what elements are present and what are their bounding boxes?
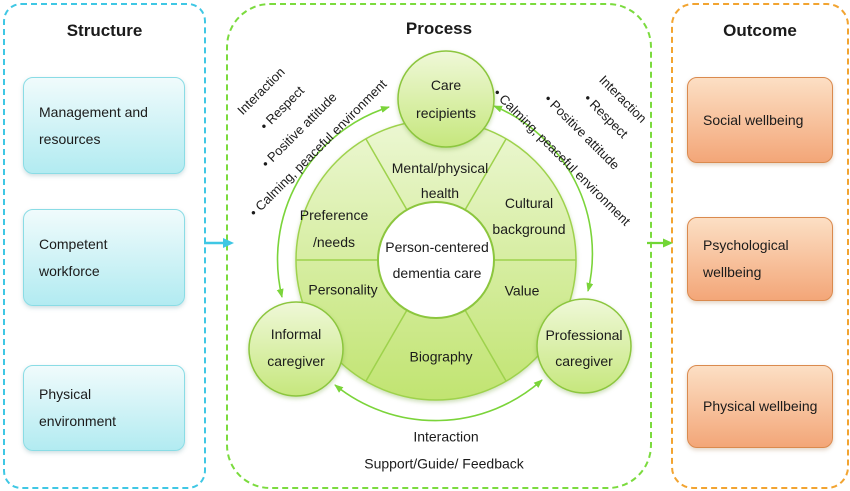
professional-caregiver-circle — [536, 298, 632, 394]
outcome-box-psychological-wellbeing-label: Psychological wellbeing — [703, 237, 789, 280]
process-to-outcome-arrowhead-icon — [663, 238, 673, 248]
structure-panel: Structure — [3, 3, 206, 489]
outcome-box-social-wellbeing: Social wellbeing — [687, 77, 833, 163]
segment-preference-needs: Preference /needs — [299, 207, 369, 250]
outcome-title: Outcome — [723, 21, 797, 40]
outcome-box-social-wellbeing-label: Social wellbeing — [703, 111, 804, 128]
segment-cultural-background: Cultural background — [492, 195, 566, 237]
structure-box-management-resources: Management and resources — [23, 77, 185, 174]
outcome-box-psychological-wellbeing: Psychological wellbeing — [687, 217, 833, 301]
segment-value: Value — [504, 282, 540, 299]
care-recipients-circle — [397, 50, 495, 148]
process-wheel-graphic — [248, 50, 632, 422]
outcome-box-physical-wellbeing: Physical wellbeing — [687, 365, 833, 448]
bottom-support-guide-feedback-label: Support/Guide/ Feedback — [364, 455, 524, 472]
care-recipients-label: Care recipients — [416, 77, 476, 121]
process-title: Process — [405, 19, 473, 38]
informal-caregiver-circle — [248, 301, 344, 397]
informal-caregiver-label: Informal caregiver — [267, 326, 325, 369]
right-interaction-arrow — [493, 105, 594, 292]
left-interaction-arrow — [276, 106, 390, 298]
professional-caregiver-label: Professional caregiver — [545, 327, 623, 369]
outcome-box-physical-wellbeing-label: Physical wellbeing — [703, 398, 818, 414]
structure-box-competent-workforce: Competent workforce — [23, 209, 185, 306]
structure-box-physical-environment-label: Physical environment — [39, 386, 117, 429]
structure-box-physical-environment: Physical environment — [23, 365, 185, 451]
structure-title: Structure — [66, 21, 143, 40]
structure-box-management-resources-label: Management and resources — [39, 103, 148, 147]
process-to-outcome-arrow — [647, 238, 673, 248]
structure-to-process-arrowhead-icon — [223, 238, 234, 248]
segment-biography: Biography — [409, 348, 473, 365]
segment-mental-physical-health: Mental/physical health — [391, 160, 489, 201]
wheel-center-label: Person-centered dementia care — [385, 239, 489, 281]
structure-box-competent-workforce-label: Competent workforce — [39, 235, 108, 279]
caregiver-interaction-arrow — [334, 379, 543, 422]
segment-personality: Personality — [308, 281, 378, 298]
bottom-interaction-label: Interaction — [413, 428, 479, 445]
outcome-panel: Outcome — [671, 3, 849, 489]
structure-to-process-arrow — [204, 238, 234, 248]
